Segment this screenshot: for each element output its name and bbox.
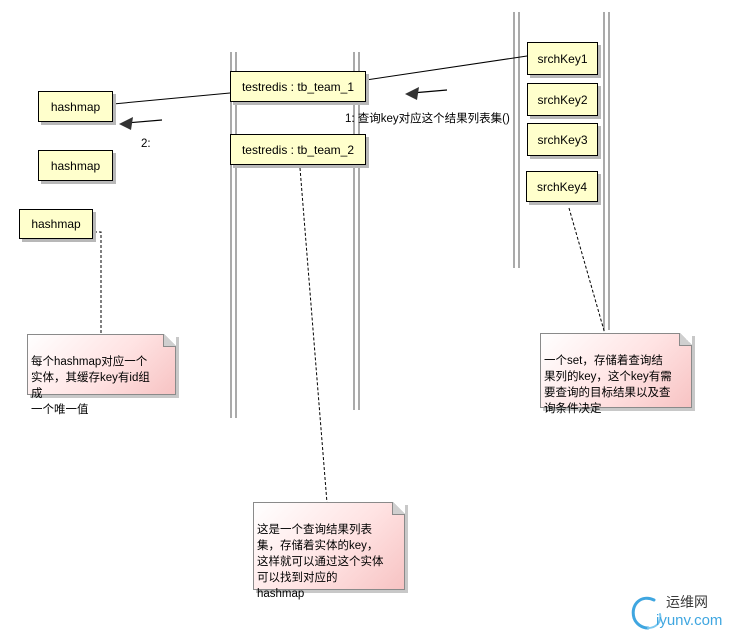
note-hashmap: 每个hashmap对应一个 实体，其缓存key有id组成 一个唯一值 <box>27 334 176 416</box>
link-team1-key1 <box>365 55 528 81</box>
msg2-arrow-head <box>119 117 133 130</box>
note-search-key: 一个set，存储着查询结 果列的key，这个key有需 要查询的目标结果以及查 … <box>540 333 692 415</box>
link-hashmap-team1 <box>112 92 231 105</box>
key-box-4[interactable]: srchKey4 <box>526 171 598 202</box>
message-1-label: 1: 查询key对应这个结果列表集() <box>345 113 510 125</box>
watermark-logo-icon <box>631 596 662 630</box>
hashmap-box-2[interactable]: hashmap <box>38 150 113 181</box>
key-box-3[interactable]: srchKey3 <box>527 123 598 156</box>
note-fold-icon <box>392 502 405 515</box>
note-result-list: 这是一个查询结果列表 集，存储着实体的key， 这样就可以通过这个实体 可以找到… <box>253 502 405 600</box>
key-box-2[interactable]: srchKey2 <box>527 83 598 116</box>
lifeline-team1-label: testredis : tb_team_1 <box>241 79 355 94</box>
watermark-name: 运维网 <box>666 594 708 610</box>
key-label: srchKey2 <box>537 92 588 107</box>
hashmap-label: hashmap <box>50 99 101 114</box>
note-hashmap-text: 每个hashmap对应一个 实体，其缓存key有id组成 一个唯一值 <box>31 356 150 416</box>
lifeline-team2-label: testredis : tb_team_2 <box>241 142 355 157</box>
note-fold-icon <box>163 334 176 347</box>
lifeline-box-team2[interactable]: testredis : tb_team_2 <box>230 134 366 165</box>
watermark-url: iyunv.com <box>656 612 723 629</box>
note-result-text: 这是一个查询结果列表 集，存储着实体的key， 这样就可以通过这个实体 可以找到… <box>257 524 384 600</box>
hashmap-label: hashmap <box>50 158 101 173</box>
message-2-label: 2: <box>141 138 151 150</box>
hashmap-label: hashmap <box>31 217 81 231</box>
key-box-1[interactable]: srchKey1 <box>527 42 598 75</box>
hashmap-box-3[interactable]: hashmap <box>19 209 93 239</box>
anchor-result-note <box>299 167 328 504</box>
key-label: srchKey1 <box>537 51 588 66</box>
watermark: 运维网 iyunv.com <box>626 590 730 634</box>
msg1-arrow-head <box>405 87 419 100</box>
note-fold-icon <box>679 333 692 346</box>
note-key-text: 一个set，存储着查询结 果列的key，这个key有需 要查询的目标结果以及查 … <box>544 355 672 415</box>
key-label: srchKey4 <box>536 179 588 194</box>
hashmap-box-1[interactable]: hashmap <box>38 91 113 122</box>
anchor-hashmap-note <box>94 231 102 340</box>
lifeline-box-team1[interactable]: testredis : tb_team_1 <box>230 71 366 102</box>
anchor-key-note <box>568 207 606 335</box>
key-label: srchKey3 <box>537 132 588 147</box>
